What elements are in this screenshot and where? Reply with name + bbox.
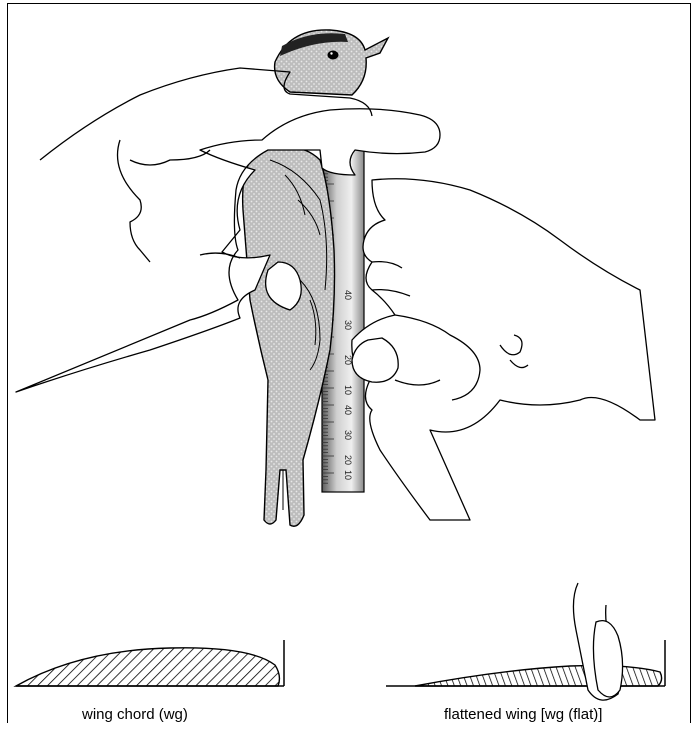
flattened-wing-diagram (386, 583, 665, 700)
ruler-mark-6: 30 (343, 430, 353, 440)
right-hand (352, 179, 655, 520)
caption-wing-chord: wing chord (wg) (82, 706, 188, 723)
ruler-mark-7: 20 (343, 455, 353, 465)
ruler-mark-1: 40 (343, 290, 353, 300)
wing-chord-diagram (16, 640, 284, 686)
ruler-mark-8: 10 (343, 470, 353, 480)
caption-flattened-wing: flattened wing [wg (flat)] (444, 706, 602, 723)
ruler-mark-4: 10 (343, 385, 353, 395)
ruler-mark-5: 40 (343, 405, 353, 415)
ruler-mark-2: 30 (343, 320, 353, 330)
